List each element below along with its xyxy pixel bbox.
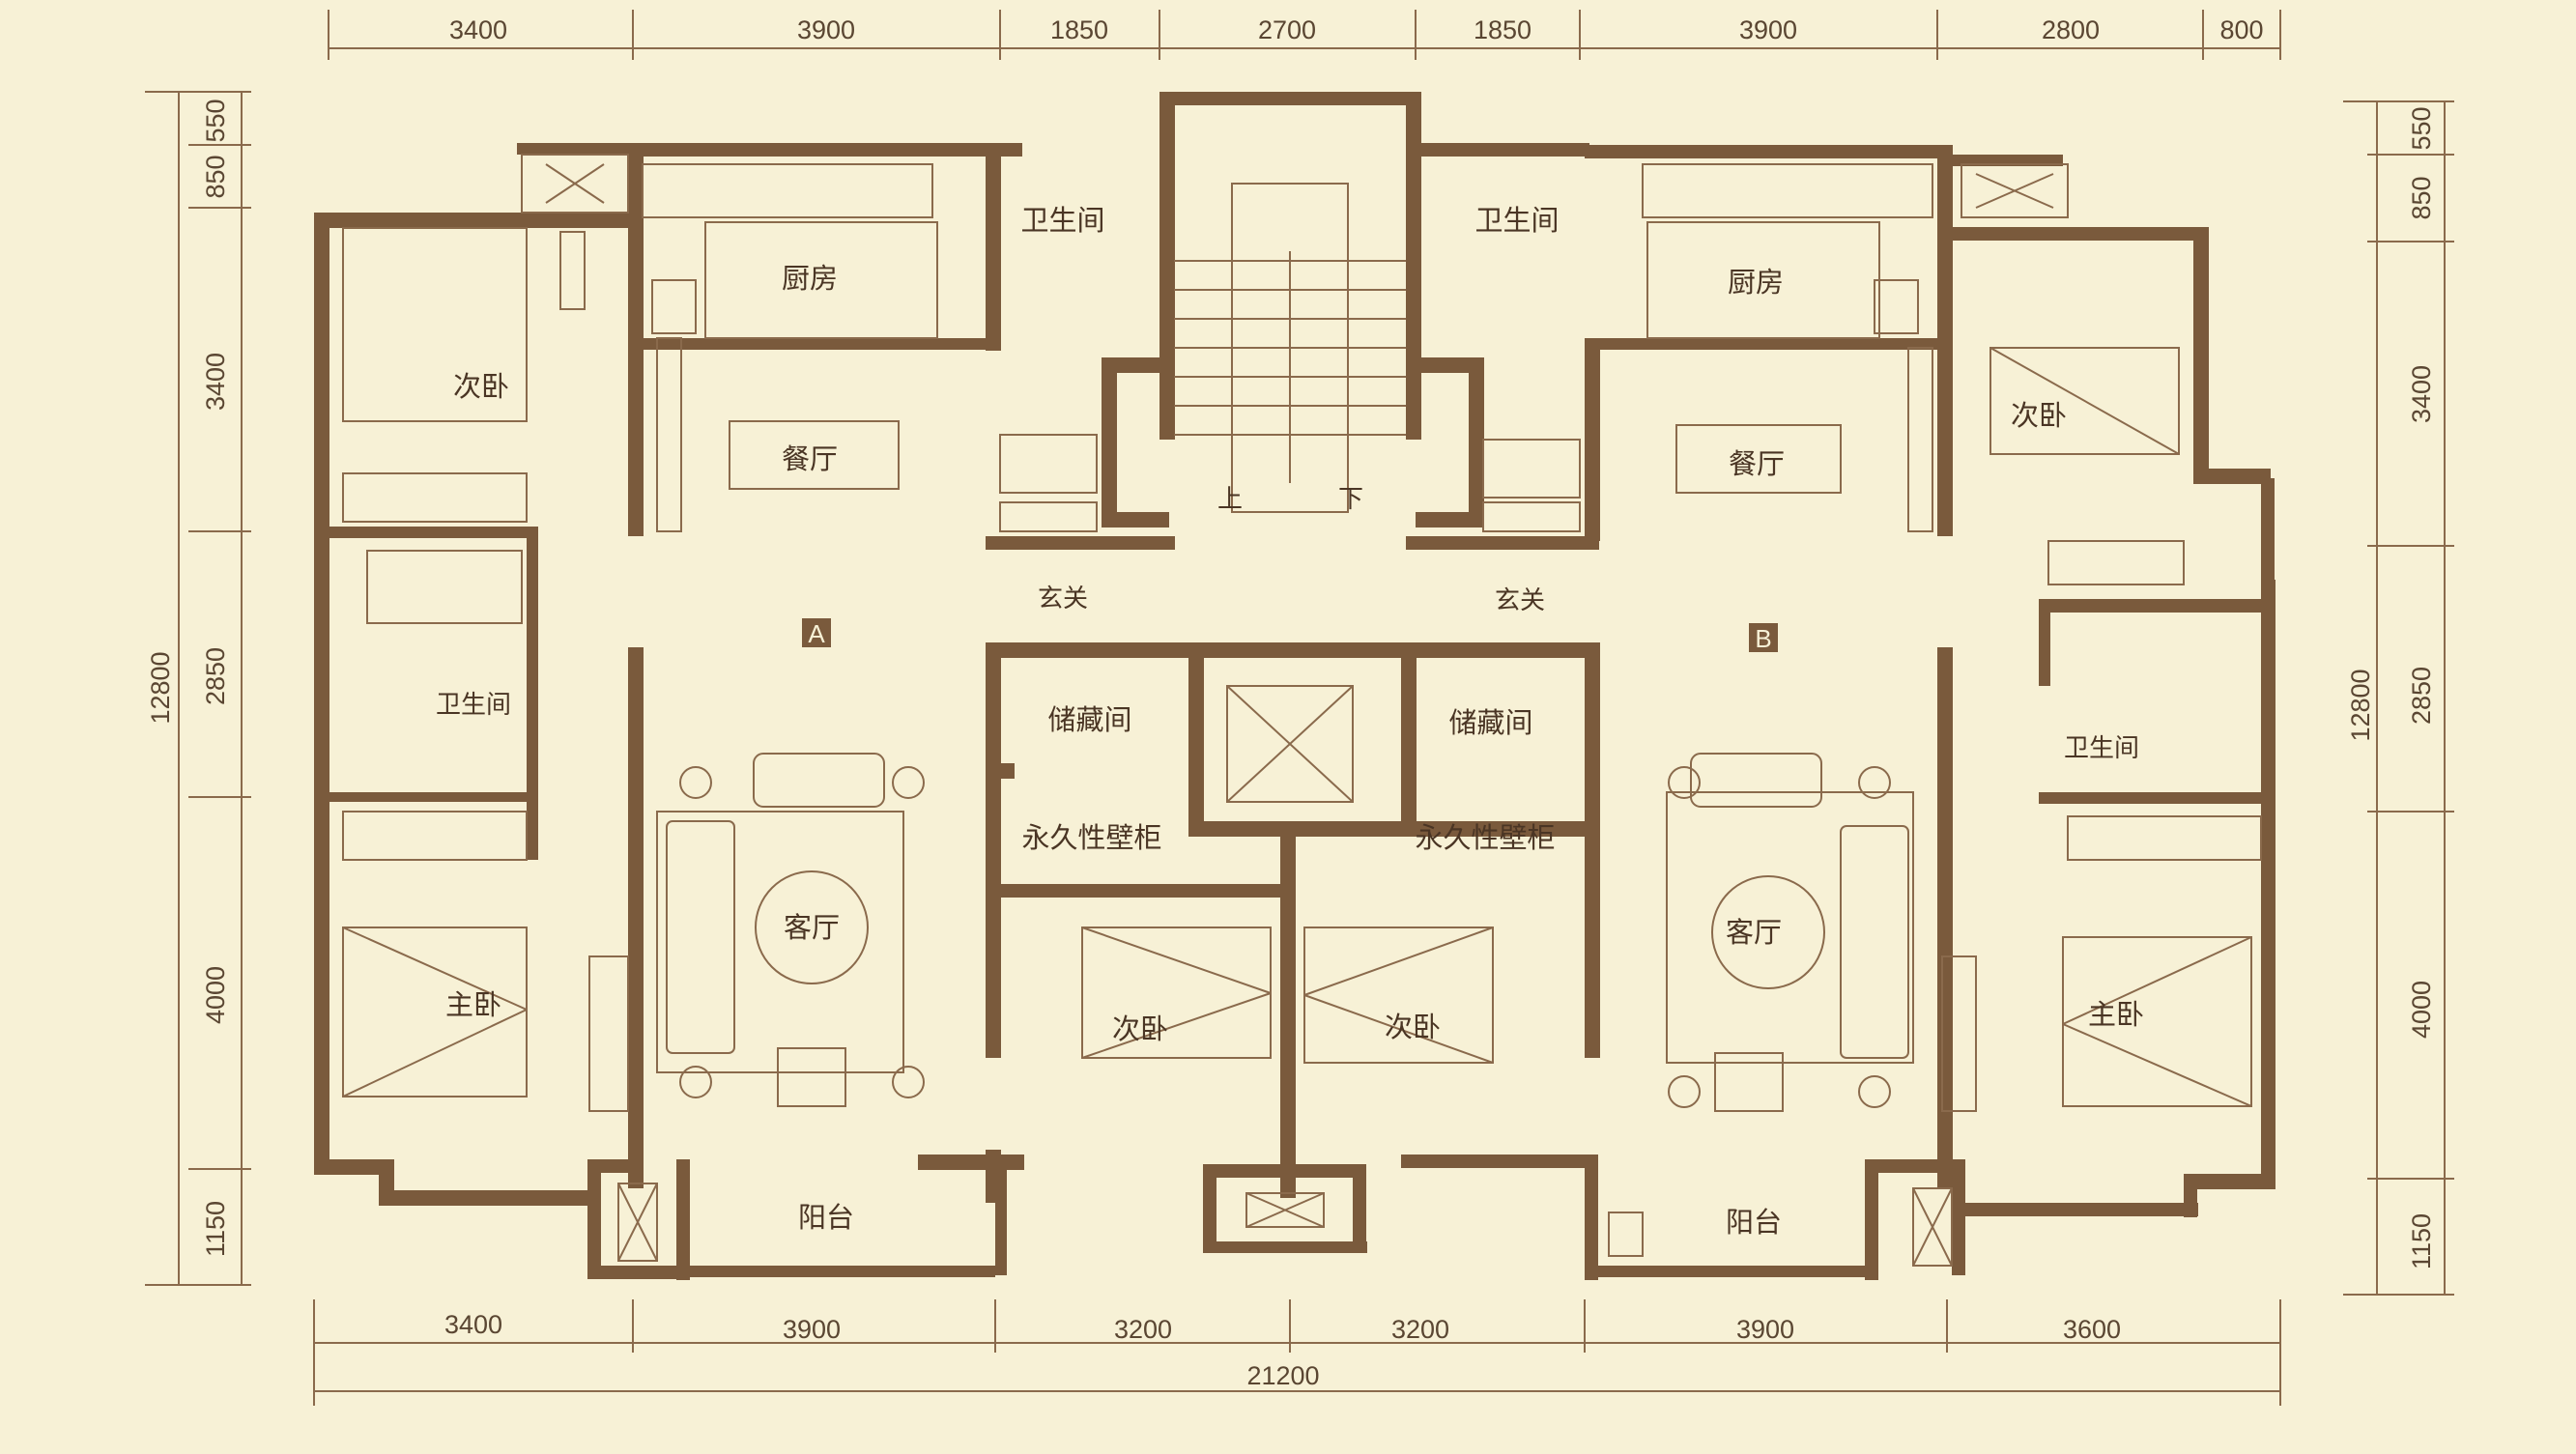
unit-b-labels: 次卧 厨房 卫生间 餐厅 玄关 卫生间 储藏间 永久性壁柜 客厅 主卧 次卧 阳… [1385, 204, 2144, 1239]
unit-a-storage-label: 储藏间 [1047, 703, 1131, 736]
unit-b-storage-label: 储藏间 [1448, 706, 1532, 739]
unit-a-balcony-label: 阳台 [798, 1201, 854, 1234]
dim-bottom-6: 3600 [2063, 1315, 2121, 1344]
unit-b-bedroom-3-label: 次卧 [1385, 1011, 1441, 1043]
unit-a-living-label: 客厅 [784, 911, 840, 944]
dim-left-1: 550 [201, 99, 230, 142]
unit-b-bedroom-2-label: 次卧 [2011, 399, 2067, 432]
dim-top-3: 1850 [1050, 15, 1108, 44]
dim-right-1: 550 [2407, 106, 2436, 150]
unit-a-bathroom-1-label: 卫生间 [1020, 204, 1104, 237]
dimension-top: 3400 3900 1850 2700 1850 3900 2800 800 [328, 10, 2281, 60]
unit-b-kitchen-label: 厨房 [1728, 266, 1784, 299]
dimension-right: 12800 550 850 3400 2850 4000 1150 [2343, 100, 2454, 1296]
dim-top-7: 2800 [2042, 15, 2100, 44]
dim-right-2: 850 [2407, 176, 2436, 219]
dim-top-1: 3400 [449, 15, 507, 44]
dim-top-8: 800 [2219, 15, 2263, 44]
dim-top-2: 3900 [797, 15, 855, 44]
dim-left-3: 3400 [201, 353, 230, 411]
dim-right-4: 2850 [2407, 667, 2436, 725]
dim-left-total: 12800 [146, 651, 175, 724]
unit-b-living-label: 客厅 [1726, 916, 1782, 949]
unit-a-wardrobe-label: 永久性壁柜 [1021, 821, 1161, 854]
dim-top-4: 2700 [1258, 15, 1316, 44]
dim-right-5: 4000 [2407, 981, 2436, 1039]
unit-b-bathroom-2-label: 卫生间 [2064, 734, 2139, 763]
dim-bottom-5: 3900 [1736, 1315, 1794, 1344]
unit-b-wardrobe-label: 永久性壁柜 [1415, 821, 1555, 854]
stairs-up-label: 上 [1217, 485, 1243, 514]
dim-top-5: 1850 [1474, 15, 1531, 44]
unit-b-balcony-label: 阳台 [1726, 1206, 1782, 1239]
dim-total: 21200 [1246, 1361, 1319, 1390]
unit-b-foyer-label: 玄关 [1495, 586, 1545, 615]
dim-bottom-3: 3200 [1114, 1315, 1172, 1344]
unit-a-bathroom-2-label: 卫生间 [436, 691, 511, 720]
dim-left-6: 1150 [201, 1201, 230, 1257]
unit-a-bedroom-3-label: 次卧 [1112, 1012, 1168, 1045]
unit-a-marker-badge [802, 618, 831, 647]
dim-right-6: 1150 [2407, 1213, 2436, 1269]
unit-b-marker: B [1755, 624, 1771, 653]
unit-a-labels: 次卧 厨房 卫生间 餐厅 玄关 卫生间 储藏间 永久性壁柜 客厅 主卧 次卧 阳… [436, 204, 1168, 1234]
unit-a-foyer-label: 玄关 [1038, 584, 1088, 613]
dim-bottom-4: 3200 [1391, 1315, 1449, 1344]
dimension-bottom: 3400 3900 3200 3200 3900 3600 21200 [313, 1299, 2281, 1406]
dim-bottom-1: 3400 [444, 1310, 502, 1339]
dim-right-total: 12800 [2346, 669, 2375, 741]
unit-a-bedroom-2-label: 次卧 [453, 370, 509, 403]
unit-b-dining-label: 餐厅 [1729, 447, 1785, 480]
dim-left-2: 850 [201, 155, 230, 198]
unit-a-kitchen-label: 厨房 [782, 262, 838, 295]
unit-a-master-label: 主卧 [445, 988, 501, 1021]
dim-left-5: 4000 [201, 966, 230, 1024]
dim-top-6: 3900 [1739, 15, 1797, 44]
unit-b-marker-badge [1749, 623, 1778, 652]
dim-right-3: 3400 [2407, 365, 2436, 423]
dim-bottom-2: 3900 [783, 1315, 841, 1344]
dimension-left: 12800 550 850 3400 2850 4000 1150 [145, 91, 251, 1286]
unit-a-dining-label: 餐厅 [782, 442, 838, 475]
fixtures [342, 154, 2262, 1267]
dim-left-4: 2850 [201, 647, 230, 705]
unit-b-bathroom-1-label: 卫生间 [1474, 204, 1559, 237]
stairs-down-label: 下 [1338, 485, 1363, 514]
unit-a-marker: A [808, 619, 825, 648]
unit-b-master-label: 主卧 [2088, 998, 2144, 1031]
